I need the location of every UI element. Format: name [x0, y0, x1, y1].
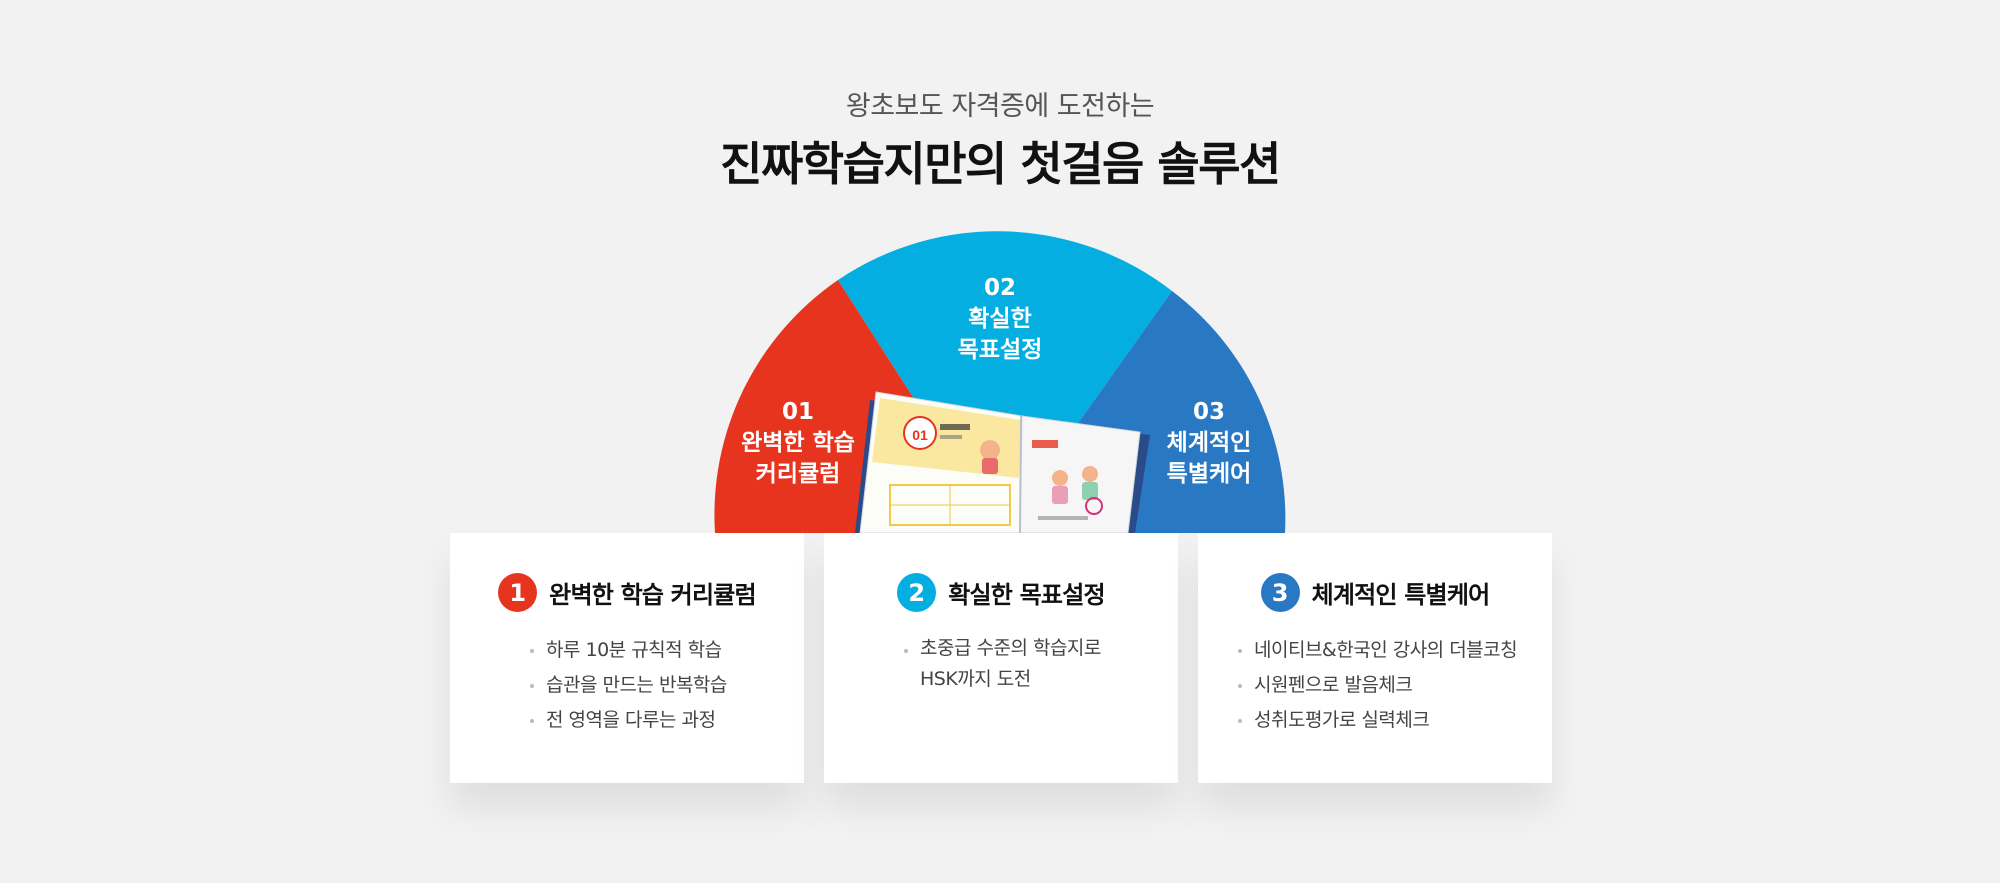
page-title: 진짜학습지만의 첫걸음 솔루션 — [720, 137, 1281, 191]
list-item: 초중급 수준의 학습지로 — [904, 633, 1101, 664]
list-item: 습관을 만드는 반복학습 — [530, 668, 727, 703]
segment-line: 확실한 — [968, 306, 1032, 332]
card-goal: 2 확실한 목표설정 초중급 수준의 학습지로 HSK까지 도전 — [824, 533, 1178, 783]
card-feature-list: 네이티브&한국인 강사의 더블코칭 시원펜으로 발음체크 성취도평가로 실력체크 — [1238, 633, 1518, 738]
page-subtitle: 왕초보도 자격증에 도전하는 — [845, 91, 1155, 122]
segment-label-curriculum: 01 완벽한 학습 커리큘럼 — [688, 397, 908, 490]
card-care: 3 체계적인 특별케어 네이티브&한국인 강사의 더블코칭 시원펜으로 발음체크… — [1198, 533, 1552, 783]
segment-line: 커리큘럼 — [755, 461, 841, 487]
card-title: 확실한 목표설정 — [948, 581, 1105, 609]
card-curriculum: 1 완벽한 학습 커리큘럼 하루 10분 규칙적 학습 습관을 만드는 반복학습… — [450, 533, 804, 783]
list-item: 전 영역을 다루는 과정 — [530, 703, 727, 738]
list-item: 하루 10분 규칙적 학습 — [530, 633, 727, 668]
segment-line: 목표설정 — [957, 337, 1043, 363]
segment-number: 01 — [781, 399, 814, 425]
card-header: 2 확실한 목표설정 — [824, 573, 1178, 612]
number-badge: 2 — [897, 573, 937, 612]
card-title: 체계적인 특별케어 — [1311, 581, 1491, 609]
segment-number: 02 — [983, 275, 1016, 301]
segment-label-goal: 02 확실한 목표설정 — [890, 273, 1110, 366]
segment-label-care: 03 체계적인 특별케어 — [1099, 397, 1319, 490]
segment-line: 완벽한 학습 — [741, 430, 855, 456]
card-feature-list: 초중급 수준의 학습지로 HSK까지 도전 — [904, 633, 1101, 695]
card-header: 3 체계적인 특별케어 — [1198, 573, 1552, 612]
segment-line: 체계적인 — [1166, 430, 1252, 456]
list-item: 시원펜으로 발음체크 — [1238, 668, 1517, 703]
card-feature-list: 하루 10분 규칙적 학습 습관을 만드는 반복학습 전 영역을 다루는 과정 — [530, 633, 727, 738]
segment-line: 특별케어 — [1166, 461, 1252, 487]
list-item: 네이티브&한국인 강사의 더블코칭 — [1238, 633, 1518, 668]
list-item: HSK까지 도전 — [920, 668, 1031, 690]
card-title: 완벽한 학습 커리큘럼 — [549, 581, 756, 609]
number-badge: 3 — [1260, 573, 1300, 612]
lesson-number-badge: 01 — [912, 427, 928, 443]
card-header: 1 완벽한 학습 커리큘럼 — [450, 573, 804, 612]
list-item: 성취도평가로 실력체크 — [1238, 703, 1517, 738]
number-badge: 1 — [498, 573, 538, 612]
segment-goal — [838, 231, 1172, 533]
segment-number: 03 — [1192, 399, 1225, 425]
